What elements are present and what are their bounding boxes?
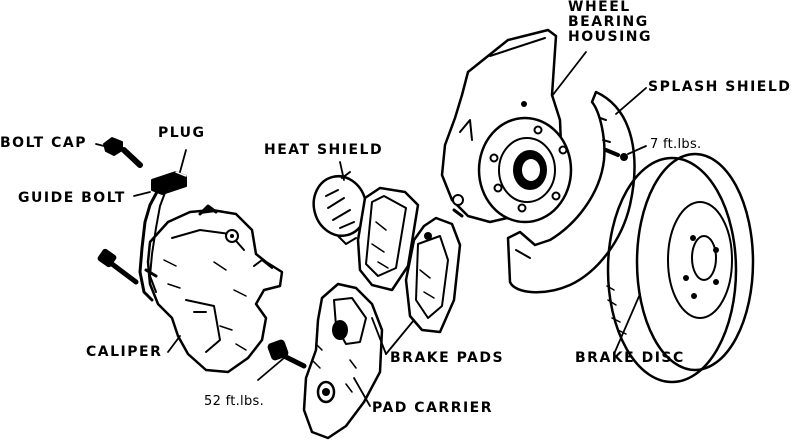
wheel-bearing-housing-line-1: WHEEL [568,0,631,15]
heat-shield-label: HEAT SHIELD [264,142,384,158]
plug-drawing [151,171,187,195]
caliper-label: CALIPER [86,344,163,360]
leader-lines [95,51,647,407]
lower-guide-bolt-drawing [97,248,139,285]
brake-pad-outer-drawing [404,216,462,334]
pad-carrier-label: PAD CARRIER [372,400,494,416]
guide-bolt-drawing [121,146,143,168]
guide-bolt-label: GUIDE BOLT [18,190,126,206]
bolt-cap-drawing [103,137,123,156]
splash-shield-bolt-drawing [604,148,628,161]
pad-carrier-drawing [302,282,384,440]
torque-52-label: 52 ft.lbs. [204,394,265,409]
bolt-cap-label: BOLT CAP [0,135,87,151]
caliper-drawing [144,204,284,374]
brake-pads-label: BRAKE PADS [390,350,505,366]
caliper-bracket-drawing [138,188,167,302]
brake-disc-drawing [606,152,755,384]
brake-disc-label: BRAKE DISC [575,350,685,366]
splash-shield-label: SPLASH SHIELD [648,79,792,95]
torque-7-label: 7 ft.lbs. [650,137,702,152]
wheel-bearing-housing-line-3: HOUSING [568,29,652,45]
wheel-bearing-housing-drawing [440,28,573,224]
plug-label: PLUG [158,125,206,141]
wheel-bearing-housing-line-2: BEARING [568,14,649,30]
carrier-bolt-drawing [267,339,307,369]
brake-pad-inner-drawing [356,186,420,292]
wheel-bearing-housing-label: WHEEL BEARING HOUSING [568,0,652,45]
